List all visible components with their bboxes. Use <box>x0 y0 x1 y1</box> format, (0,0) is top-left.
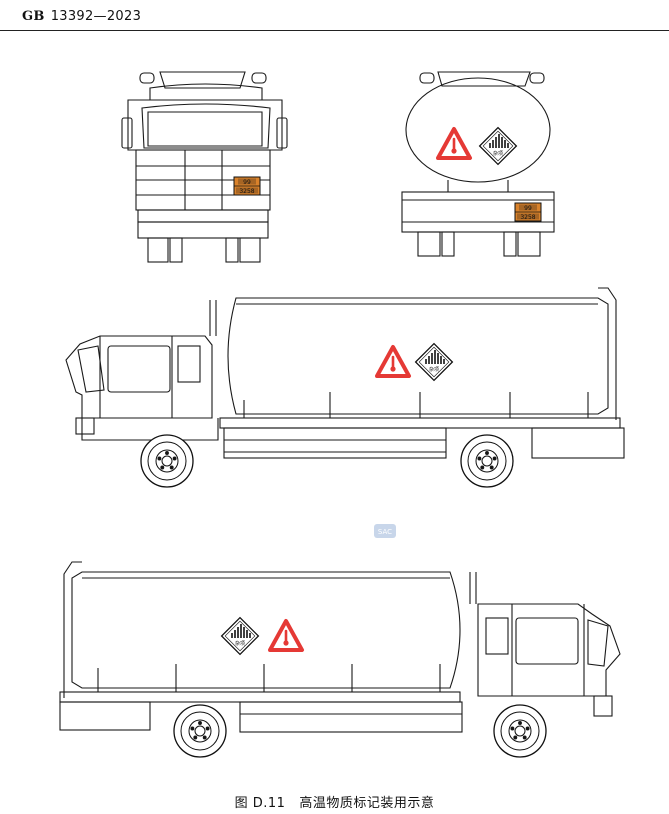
high-temperature-mark-rear <box>436 127 472 160</box>
standard-code: 13392—2023 <box>50 9 142 24</box>
plate-code-rear: 99 <box>524 205 532 212</box>
figure-number: 图 D.11 <box>234 796 286 811</box>
figure-title: 高温物质标记装用示意 <box>299 796 435 811</box>
standard-prefix: GB <box>22 9 45 24</box>
class9-text-side1: 杂项 <box>429 367 439 373</box>
standard-number: GB 13392—2023 <box>22 9 141 24</box>
high-temperature-mark-side2 <box>268 619 304 652</box>
front-view-truck <box>121 71 288 263</box>
page-header: GB 13392—2023 <box>0 0 669 31</box>
side-view-truck-left <box>65 287 625 459</box>
figure-d11: 99 3258 99 3258 杂项 杂项 杂项 SAC <box>0 30 669 780</box>
plate-code-front: 99 <box>243 179 251 186</box>
class9-text-rear: 杂项 <box>493 151 503 157</box>
class9-mark-side1 <box>414 342 454 382</box>
plate-un-front: 3258 <box>239 188 254 195</box>
side-view-truck-right <box>59 561 621 733</box>
rear-view-truck <box>401 71 555 257</box>
figure-caption: 图 D.11 高温物质标记装用示意 <box>0 792 669 811</box>
truck-illustrations: 99 3258 99 3258 杂项 杂项 杂项 SAC <box>59 71 625 758</box>
plate-un-rear: 3258 <box>520 214 535 221</box>
sac-watermark <box>374 524 396 538</box>
sac-watermark-text: SAC <box>378 528 392 536</box>
class9-mark-rear <box>478 126 518 166</box>
high-temperature-mark-side1 <box>375 345 411 378</box>
class9-text-side2: 杂项 <box>235 641 245 647</box>
class9-mark-side2 <box>220 616 260 656</box>
